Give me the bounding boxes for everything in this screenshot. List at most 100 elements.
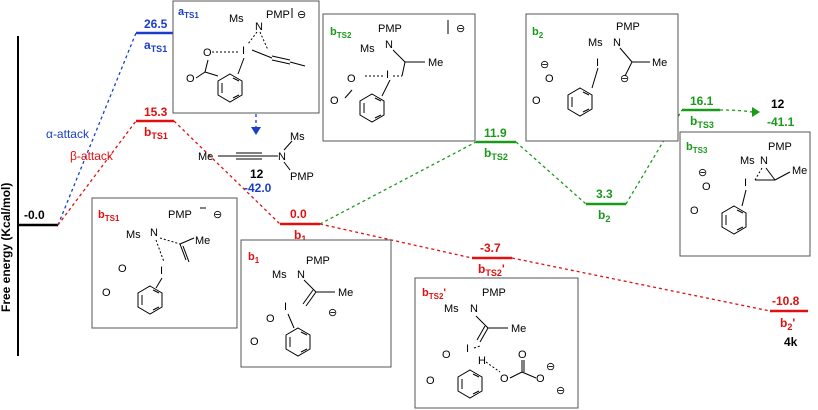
svg-text:⊖: ⊖ xyxy=(698,167,707,179)
svg-text:N: N xyxy=(760,155,768,167)
svg-text:Ms: Ms xyxy=(229,13,244,25)
level-aTS1-label: aTS1 xyxy=(144,38,167,54)
svg-text:O: O xyxy=(102,287,111,299)
svg-text:I: I xyxy=(242,45,245,57)
svg-text:O: O xyxy=(690,205,699,217)
svg-text:PMP: PMP xyxy=(616,21,640,33)
svg-text:I: I xyxy=(386,69,389,81)
svg-text:⊖: ⊖ xyxy=(328,307,337,319)
box-aTS1: aTS1 Ms N PMP ⊖ I O O xyxy=(172,0,320,114)
y-axis-label: Free energy (Kcal/mol) xyxy=(0,183,13,312)
svg-text:⊖: ⊖ xyxy=(297,9,306,21)
svg-text:I: I xyxy=(284,301,287,313)
level-bTS3-value: 16.1 xyxy=(690,94,714,108)
svg-text:⊖: ⊖ xyxy=(213,209,222,221)
connector-b1-bTS2 xyxy=(319,141,477,225)
svg-text:Me: Me xyxy=(338,287,353,299)
level-b2p-label: b2' xyxy=(780,316,795,332)
connector-bTS2p-b2p xyxy=(511,257,771,312)
svg-text:O: O xyxy=(203,47,212,59)
product12-top-name: 12 xyxy=(771,97,785,111)
svg-text:Ms: Ms xyxy=(126,229,141,241)
svg-text:N: N xyxy=(385,39,393,51)
svg-text:Me: Me xyxy=(195,235,210,247)
svg-text:N: N xyxy=(255,21,263,33)
connector-b1-bTS2p xyxy=(319,223,473,259)
svg-text:⊖: ⊖ xyxy=(456,23,465,35)
svg-text:Me: Me xyxy=(511,323,526,335)
connector-bTS1-b1 xyxy=(173,120,281,225)
svg-text:O: O xyxy=(426,375,435,387)
svg-text:N: N xyxy=(470,303,478,315)
box-bTS2-title: bTS2 xyxy=(330,26,352,40)
arrow-head-blue-icon xyxy=(251,127,261,135)
svg-text:I: I xyxy=(744,177,747,189)
svg-text:Ms: Ms xyxy=(740,155,755,167)
svg-text:O: O xyxy=(330,95,339,107)
product12-mid-name: 12 xyxy=(250,167,264,181)
connector-start-aTS1 xyxy=(57,32,137,226)
product12-top-value: -41.1 xyxy=(767,115,795,129)
svg-text:N: N xyxy=(297,269,305,281)
svg-text:I: I xyxy=(596,57,599,69)
svg-text:O: O xyxy=(347,73,356,85)
svg-text:Ms: Ms xyxy=(290,131,305,143)
level-b1-value: 0.0 xyxy=(290,207,307,221)
svg-text:O: O xyxy=(536,373,545,385)
level-bTS2-label: bTS2 xyxy=(484,146,508,162)
svg-text:Ms: Ms xyxy=(444,303,459,315)
level-aTS1-value: 26.5 xyxy=(144,17,168,31)
svg-text:PMP: PMP xyxy=(378,23,402,35)
svg-text:O: O xyxy=(545,73,554,85)
svg-text:O: O xyxy=(118,263,127,275)
svg-text:Ms: Ms xyxy=(272,269,287,281)
box-b2-title: b2 xyxy=(532,26,544,40)
svg-text:O: O xyxy=(518,349,527,361)
svg-text:Me: Me xyxy=(198,151,213,163)
box-b2: b2 PMP Ms N Me ⊖ I ⊖ O O xyxy=(525,13,679,142)
svg-text:N: N xyxy=(613,37,621,49)
svg-text:Ms: Ms xyxy=(360,43,375,55)
path-alpha-label: α-attack xyxy=(46,127,90,141)
product12-mid-value: -42.0 xyxy=(244,181,272,195)
svg-text:PMP: PMP xyxy=(266,9,290,21)
arrow-bTS3-to-12 xyxy=(719,109,753,113)
connector-start-bTS1 xyxy=(57,120,137,226)
svg-text:O: O xyxy=(186,73,195,85)
svg-text:PMP: PMP xyxy=(290,171,314,183)
arrow-head-green-icon xyxy=(752,107,760,117)
svg-text:Me: Me xyxy=(428,57,443,69)
svg-text:O: O xyxy=(702,181,711,193)
svg-text:O: O xyxy=(532,95,541,107)
box-bTS3: bTS3 PMP Ms N Me ⊖ O I O xyxy=(679,131,811,257)
level-b1-label: b1 xyxy=(294,228,306,244)
box-bTS2: bTS2 PMP ⊖ Ms N Me I O O xyxy=(322,13,476,142)
svg-text:N: N xyxy=(278,151,286,163)
svg-text:PMP: PMP xyxy=(482,287,506,299)
svg-text:PMP: PMP xyxy=(768,141,792,153)
level-b2-label: b2 xyxy=(598,208,610,224)
svg-text:Ms: Ms xyxy=(588,37,603,49)
svg-text:⊖: ⊖ xyxy=(556,385,565,397)
level-bTS1-value: 15.3 xyxy=(144,105,168,119)
svg-text:⊖: ⊖ xyxy=(540,59,549,71)
svg-text:PMP: PMP xyxy=(168,209,192,221)
level-bTS3-label: bTS3 xyxy=(690,114,714,130)
path-beta-label: β-attack xyxy=(70,149,114,163)
box-b1: b1 PMP Ms N Me ⊖ I O O xyxy=(240,239,392,368)
svg-text:O: O xyxy=(266,313,275,325)
svg-text:I: I xyxy=(466,343,469,355)
box-bTS1: bTS1 PMP ⊖ Ms N Me I O O xyxy=(91,197,238,329)
level-b2p-value: -10.8 xyxy=(772,294,800,308)
box-bTS2p-title: bTS2' xyxy=(422,287,446,301)
box-bTS2p: bTS2' PMP Ms N Me I H O O O ⊖ ⊖ O O xyxy=(414,277,579,409)
box-bTS1-title: bTS1 xyxy=(98,209,120,223)
box-b1-title: b1 xyxy=(248,251,260,265)
level-bTS1-label: bTS1 xyxy=(144,125,168,141)
box-bTS3-title: bTS3 xyxy=(686,141,708,155)
svg-text:PMP: PMP xyxy=(306,255,330,267)
product12-structure: Me N Ms PMP xyxy=(198,131,314,183)
product-4k-label: 4k xyxy=(784,335,798,349)
